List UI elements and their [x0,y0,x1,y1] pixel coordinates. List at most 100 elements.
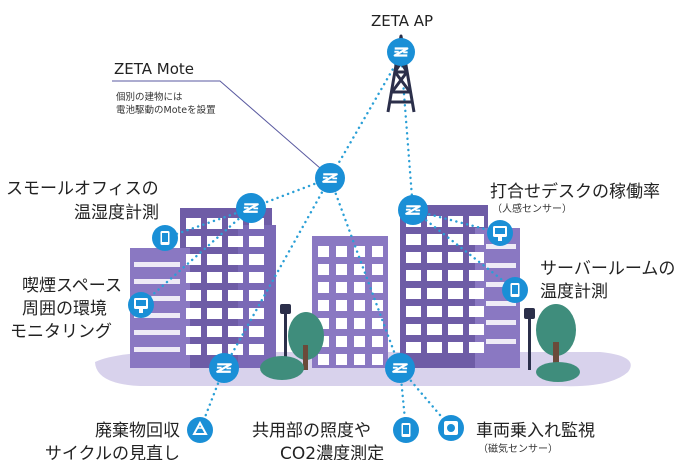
window-stripe-right [486,339,516,344]
street-lamp-left [280,304,291,368]
window-right [448,306,463,317]
window-left [249,308,264,319]
window-right [427,234,442,245]
window-left [186,218,201,229]
smoking-label-2: 周囲の環境 [22,299,107,319]
smoking-sensor-icon [128,292,154,318]
window-center [336,282,347,293]
window-stripe-right [486,244,516,249]
window-right [406,288,421,299]
window-left [207,326,222,337]
window-center [372,246,383,257]
window-center [372,336,383,347]
window-center [372,318,383,329]
mote-desc-line1: 個別の建物には [116,92,183,103]
link-line [398,366,453,430]
waste-label-1: 廃棄物回収 [95,421,180,441]
zeta-nodes [209,38,428,383]
window-center [354,354,365,365]
window-right [469,342,484,353]
window-left [207,254,222,265]
window-center [318,300,329,311]
window-right [406,234,421,245]
window-center [354,282,365,293]
window-left [186,308,201,319]
small-office-label-2: 温湿度計測 [74,203,159,223]
zeta-ap-node-icon [387,38,415,66]
wireless-links [139,53,517,432]
window-right [448,252,463,263]
common-label-2: CO2濃度測定 [280,444,385,460]
window-center [318,264,329,275]
window-left [207,218,222,229]
window-right [448,342,463,353]
window-right [469,288,484,299]
window-left [186,254,201,265]
small-office-label-1: スモールオフィスの [6,179,159,199]
window-right [406,252,421,263]
window-stripe-left [134,296,180,301]
window-right [427,306,442,317]
link-line [139,206,253,307]
window-right [406,342,421,353]
link-line [399,53,415,212]
window-stripe-left [134,279,180,284]
parking-label-1: 車両乗入れ監視 [476,421,595,441]
window-center [336,300,347,311]
window-center [372,264,383,275]
window-center [336,246,347,257]
window-center [354,300,365,311]
window-left [186,344,201,355]
window-right [427,252,442,263]
bush-right [536,362,580,382]
server-label-1: サーバールームの [540,259,676,279]
window-right [469,234,484,245]
zeta-mote-bottom-left-icon [209,353,239,383]
parking-label-sub: （磁気センサー） [478,444,558,455]
window-left [228,236,243,247]
window-left [207,290,222,301]
building-windows [134,216,516,365]
window-center [318,318,329,329]
window-left [207,344,222,355]
zeta-mote-right-icon [398,195,428,225]
meeting-label-1: 打合せデスクの稼働率 [490,182,660,202]
window-left [186,326,201,337]
window-left [228,326,243,337]
window-stripe-right [486,301,516,306]
meeting-sensor-icon [487,220,513,246]
server-label-2: 温度計測 [540,282,608,302]
window-left [186,272,201,283]
window-right [469,324,484,335]
window-center [354,318,365,329]
window-right [427,270,442,281]
meeting-label-sub: （人感センサー） [492,204,572,215]
window-right [406,306,421,317]
mote-desc-line2: 電池駆動のMoteを設置 [116,105,216,116]
window-center [336,354,347,365]
window-right [448,288,463,299]
window-center [354,264,365,275]
window-left [249,290,264,301]
window-left [249,254,264,265]
link-line [411,208,502,235]
waste-label-2: サイクルの見直し [44,444,180,460]
parking-magnet-icon [438,415,464,441]
window-left [249,236,264,247]
window-left [249,344,264,355]
waste-recycle-icon [187,417,213,443]
sensor-icons [128,220,528,443]
window-center [318,354,329,365]
common-sensor-icon [393,417,419,443]
window-stripe-right [486,320,516,325]
window-center [318,282,329,293]
window-right [406,324,421,335]
window-center [354,246,365,257]
window-right [469,252,484,263]
window-center [372,300,383,311]
link-line [328,176,402,370]
window-left [186,236,201,247]
street-lamp-right [524,308,535,370]
window-left [228,254,243,265]
